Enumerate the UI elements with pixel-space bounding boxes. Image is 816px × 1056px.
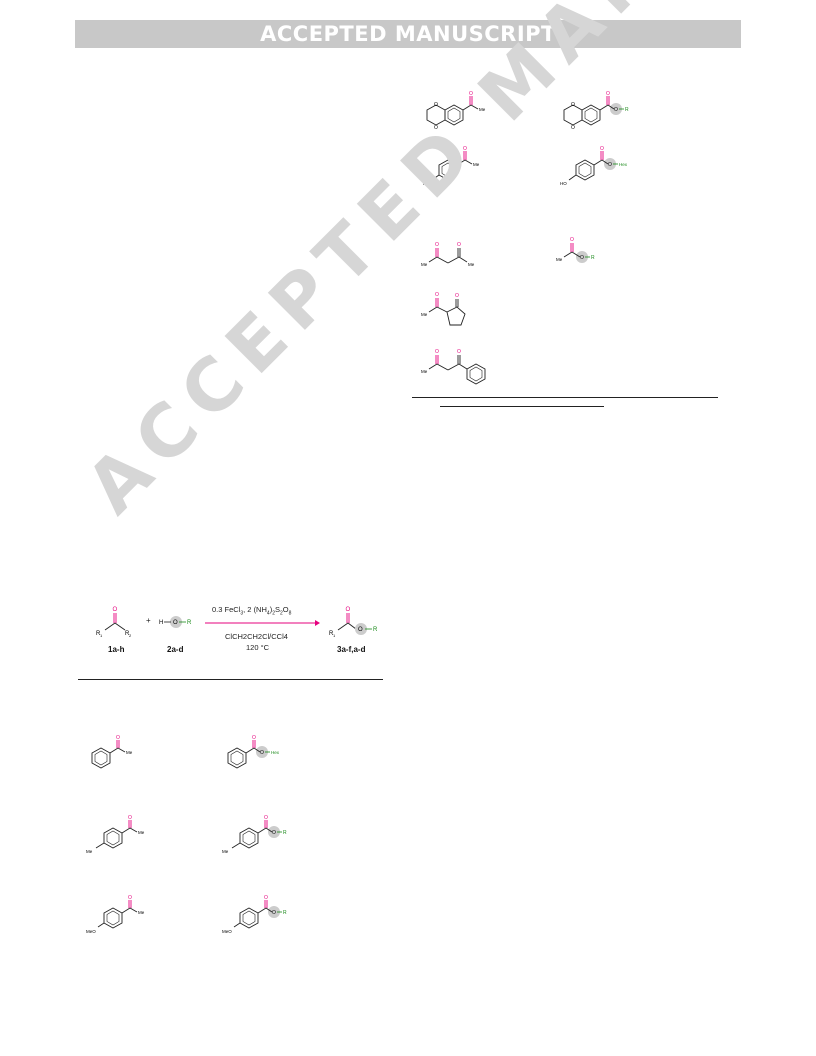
dioxane-o-top: O <box>571 102 575 108</box>
scheme-solvent: ClCH2CH2Cl/CCl4 <box>225 632 288 641</box>
methyl-label: Me <box>468 262 475 267</box>
scheme-ketone-structure: O R 1 R 2 <box>96 607 132 638</box>
substrate-acetophenone: O Me <box>91 735 133 769</box>
methyl-label: Me <box>138 910 145 915</box>
scheme-ketone-r1-sub: 1 <box>100 633 103 638</box>
scheme-ketone-o: O <box>113 607 118 613</box>
table-top-rule-left <box>78 679 383 680</box>
ester-o: O <box>260 750 264 756</box>
scheme-product-r1: R <box>329 631 334 637</box>
scheme-product-r1-sub: 1 <box>333 633 336 638</box>
scheme-ketone-r2-sub: 2 <box>129 633 132 638</box>
substrate-benzodioxane-ketone: O O O Me <box>426 91 486 131</box>
scheme-product-structure: O O R R 1 <box>329 607 378 638</box>
methyl-label: Me <box>421 312 428 317</box>
hexyl-label: Hex <box>619 162 628 167</box>
substrate-4-hydroxyacetophenone: HO O Me <box>423 146 480 186</box>
scheme-alcohol-structure: H O R <box>159 616 192 628</box>
product-4-methoxybenzoate-ester: MeO O O R <box>222 895 287 934</box>
methoxy-label: MeO <box>86 929 96 934</box>
methyl-label: Me <box>556 257 563 262</box>
substrate-benzoylacetone: Me O O <box>421 349 486 385</box>
scheme-alcohol-o: O <box>173 620 178 626</box>
substrate-acetylacetone: Me O O Me <box>421 242 475 267</box>
scheme-product-r: R <box>373 627 378 633</box>
scheme-temperature: 120 °C <box>246 643 270 652</box>
substrate-2-acetylcyclopentanone: Me O O <box>421 292 466 326</box>
carbonyl-o: O <box>264 895 268 901</box>
substrate-4-methoxyacetophenone: MeO O Me <box>86 895 145 934</box>
product-hexyl-benzoate: O O Hex <box>227 735 280 769</box>
scheme-alcohol-r: R <box>187 620 192 626</box>
label-ketones: 1a-h <box>108 645 125 654</box>
product-4-methylbenzoate-ester: Me O O R <box>222 815 287 854</box>
dioxane-o-bottom: O <box>571 125 575 131</box>
substrate-4-methylacetophenone: Me O Me <box>86 815 145 854</box>
ester-o: O <box>272 830 276 836</box>
scheme-reagents: 0.3 FeCl3, 2 (NH4)2S2O8 <box>212 605 292 617</box>
carbonyl-o: O <box>264 815 268 821</box>
ester-o: O <box>608 162 612 168</box>
methyl-label: Me <box>138 830 145 835</box>
methyl-label: Me <box>421 369 428 374</box>
hydroxy-label: HO <box>560 181 567 186</box>
carbonyl-o-2: O <box>457 349 461 355</box>
methyl-label: Me <box>222 849 229 854</box>
ester-o: O <box>272 910 276 916</box>
label-products: 3a-f,a-d <box>337 645 366 654</box>
carbonyl-o: O <box>606 91 610 97</box>
dioxane-o-bottom: O <box>434 125 438 131</box>
scheme-plus: + <box>146 616 151 625</box>
table-bottom-rule-right <box>412 397 718 398</box>
dioxane-o-top: O <box>434 102 438 108</box>
alkyl-r-label: R <box>625 107 629 113</box>
product-4-hydroxybenzoate-hexyl: HO O O Hex <box>560 146 628 186</box>
carbonyl-o: O <box>463 146 467 152</box>
carbonyl-o: O <box>252 735 256 741</box>
alkyl-r-label: R <box>283 830 287 836</box>
methyl-label: Me <box>421 262 428 267</box>
alkyl-r-label: R <box>591 255 595 261</box>
carbonyl-o: O <box>128 895 132 901</box>
table-footnote-rule <box>440 406 604 407</box>
product-acetate-ester: Me O O R <box>556 237 595 263</box>
scheme-product-o-ester: O <box>358 627 363 633</box>
carbonyl-o: O <box>435 292 439 298</box>
methoxy-label: MeO <box>222 929 232 934</box>
carbonyl-o: O <box>128 815 132 821</box>
scheme-ketone-r2: R <box>125 631 130 637</box>
accepted-manuscript-banner: ACCEPTED MANUSCRIPT <box>75 20 741 48</box>
carbonyl-o: O <box>469 91 473 97</box>
methyl-label: Me <box>126 750 133 755</box>
methyl-label: Me <box>86 849 93 854</box>
carbonyl-o: O <box>570 237 574 243</box>
carbonyl-o-2: O <box>455 293 459 299</box>
scheme-product-o-carbonyl: O <box>346 607 351 613</box>
scheme-reaction-arrow <box>205 620 320 626</box>
ester-o: O <box>580 255 584 261</box>
alkyl-r-label: R <box>283 910 287 916</box>
carbonyl-o: O <box>435 242 439 248</box>
carbonyl-o-2: O <box>457 242 461 248</box>
carbonyl-o: O <box>435 349 439 355</box>
scheme-ketone-r1: R <box>96 631 101 637</box>
ester-o: O <box>614 107 618 113</box>
scheme-alcohol-h: H <box>159 620 163 626</box>
hydroxy-label: HO <box>423 181 430 186</box>
methyl-label: Me <box>473 162 480 167</box>
label-alcohols: 2a-d <box>167 645 184 654</box>
product-benzodioxane-ester: O O O O R <box>563 91 629 131</box>
carbonyl-o: O <box>116 735 120 741</box>
methyl-label: Me <box>479 107 486 112</box>
hexyl-label: Hex <box>271 750 280 755</box>
carbonyl-o: O <box>600 146 604 152</box>
